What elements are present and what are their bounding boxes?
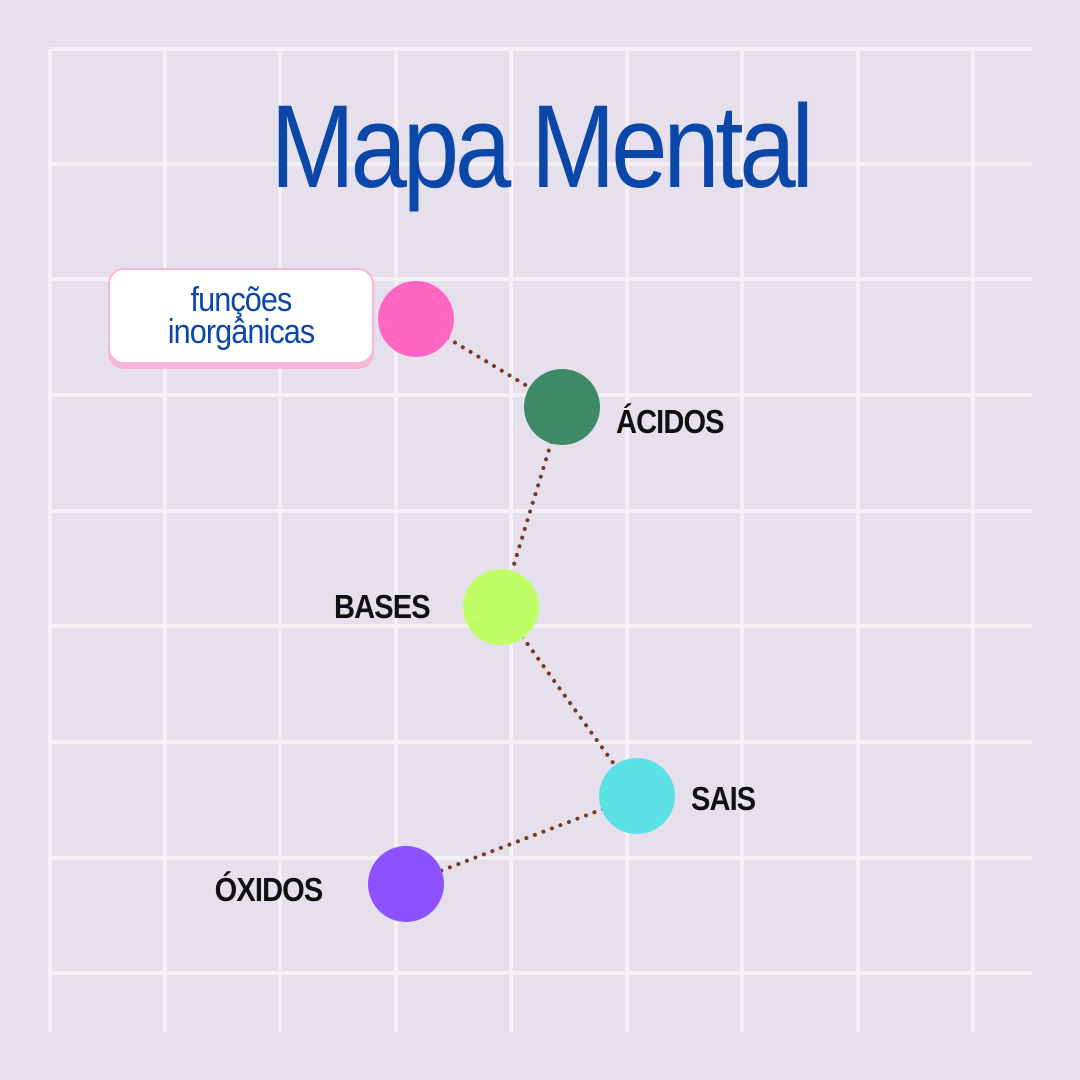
- page-title: Mapa Mental: [270, 81, 814, 213]
- connector-bases-sais: [499, 605, 639, 798]
- node-oxidos-label: ÓXIDOS: [214, 871, 323, 908]
- root-node-circle: [378, 281, 454, 357]
- node-oxidos-circle: [368, 846, 444, 922]
- node-sais-circle: [599, 758, 675, 834]
- node-acidos-label: ÁCIDOS: [616, 403, 725, 440]
- node-acidos-circle: [524, 369, 600, 445]
- root-topic-label: funções inorgânicas: [167, 281, 316, 351]
- node-sais-label: SAIS: [691, 780, 756, 817]
- node-bases-label: BASES: [334, 588, 431, 625]
- node-bases-circle: [463, 569, 539, 645]
- root-topic-box: funções inorgânicas: [108, 268, 374, 364]
